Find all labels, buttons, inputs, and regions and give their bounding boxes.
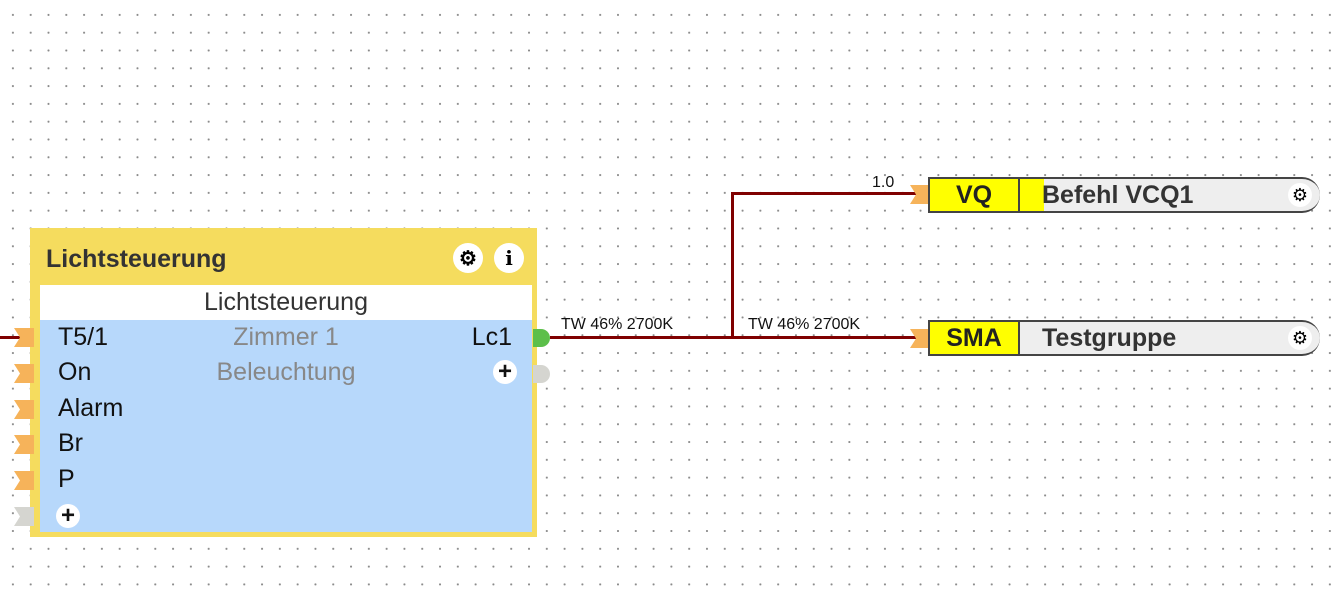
wire-value-label: TW 46% 2700K xyxy=(561,316,674,333)
input-p[interactable]: P xyxy=(58,465,75,493)
wire-value-label: 1.0 xyxy=(872,174,895,191)
wire-branch-vertical[interactable] xyxy=(731,192,734,338)
input-t5-1[interactable]: T5/1 xyxy=(58,323,109,351)
room-label: Zimmer 1 xyxy=(233,323,339,351)
input-port[interactable] xyxy=(14,400,34,419)
add-output-button[interactable]: + xyxy=(493,360,517,384)
input-alarm[interactable]: Alarm xyxy=(58,394,124,422)
output-tag: SMA xyxy=(930,322,1020,354)
sma-input-port[interactable] xyxy=(910,329,930,348)
gear-icon[interactable]: ⚙ xyxy=(453,243,483,273)
logic-block-lichtsteuerung[interactable]: Lichtsteuerung ⚙ i Lichtsteuerung T5/1 O… xyxy=(30,228,537,537)
input-port[interactable] xyxy=(14,435,34,454)
block-body: T5/1 On Alarm Br P + Zimmer 1 Beleuchtun… xyxy=(40,320,532,532)
add-input-button[interactable]: + xyxy=(56,504,80,528)
input-port[interactable] xyxy=(14,364,34,383)
output-tag: VQ xyxy=(930,179,1020,211)
add-output-port[interactable] xyxy=(533,365,550,383)
output-name: Testgruppe xyxy=(1042,324,1177,352)
block-subtitle: Lichtsteuerung xyxy=(40,285,532,320)
block-title: Lichtsteuerung xyxy=(46,245,227,273)
output-block-sma[interactable]: SMA Testgruppe ⚙ xyxy=(928,320,1320,356)
add-input-port[interactable] xyxy=(14,507,34,526)
gear-icon[interactable]: ⚙ xyxy=(1288,326,1312,350)
output-block-vq[interactable]: VQ Befehl VCQ1 ⚙ xyxy=(928,177,1320,213)
wire-to-vq[interactable] xyxy=(731,192,916,195)
wire-value-label: TW 46% 2700K xyxy=(748,316,861,333)
input-port[interactable] xyxy=(14,328,34,347)
output-port[interactable] xyxy=(533,329,550,347)
output-name: Befehl VCQ1 xyxy=(1042,181,1194,209)
gear-icon[interactable]: ⚙ xyxy=(1288,183,1312,207)
info-icon[interactable]: i xyxy=(494,243,524,273)
value-fill xyxy=(1020,179,1044,211)
input-on[interactable]: On xyxy=(58,358,92,386)
input-br[interactable]: Br xyxy=(58,429,83,457)
function-label: Beleuchtung xyxy=(216,358,356,386)
vq-input-port[interactable] xyxy=(910,185,930,204)
input-port[interactable] xyxy=(14,471,34,490)
incoming-wire[interactable] xyxy=(0,336,20,339)
output-lc1[interactable]: Lc1 xyxy=(471,323,512,351)
